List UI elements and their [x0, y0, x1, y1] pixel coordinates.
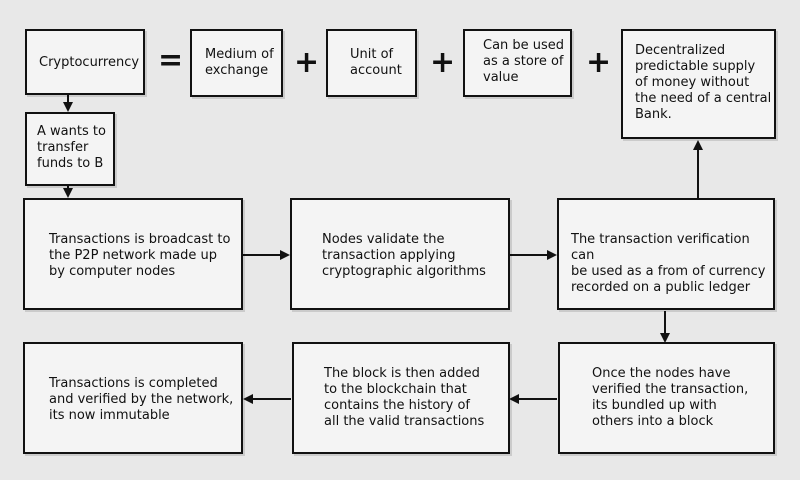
equals-sign: =: [158, 43, 184, 78]
completed-label: Transactions is completed and verified b…: [49, 376, 234, 423]
transfer-funds-box: A wants to transfer funds to B: [25, 112, 115, 186]
validate-box: Nodes validate the transaction applying …: [290, 198, 510, 310]
cryptocurrency-label: Cryptocurrency: [39, 55, 140, 70]
medium-of-exchange-label: Medium of exchange: [205, 47, 274, 78]
unit-of-account-box: Unit of account: [326, 29, 417, 97]
decentralized-box: Decentralized predictable supply of mone…: [621, 29, 776, 139]
verification-box: The transaction verification can be used…: [557, 198, 775, 310]
cryptocurrency-box: Cryptocurrency: [25, 29, 145, 95]
medium-of-exchange-box: Medium of exchange: [190, 29, 283, 97]
bundled-label: Once the nodes have verified the transac…: [592, 366, 749, 429]
plus-sign-1: +: [294, 45, 320, 80]
store-of-value-box: Can be used as a store of value: [463, 29, 572, 97]
verification-label: The transaction verification can be used…: [571, 232, 766, 295]
transfer-funds-label: A wants to transfer funds to B: [37, 124, 106, 171]
added-to-blockchain-label: The block is then added to the blockchai…: [324, 366, 485, 429]
decentralized-label: Decentralized predictable supply of mone…: [635, 43, 772, 122]
store-of-value-label: Can be used as a store of value: [483, 38, 565, 85]
broadcast-label: Transactions is broadcast to the P2P net…: [49, 232, 231, 279]
plus-sign-3: +: [586, 45, 612, 80]
broadcast-box: Transactions is broadcast to the P2P net…: [23, 198, 243, 310]
unit-of-account-label: Unit of account: [350, 47, 402, 78]
bundled-box: Once the nodes have verified the transac…: [558, 342, 775, 454]
plus-sign-2: +: [430, 45, 456, 80]
validate-label: Nodes validate the transaction applying …: [322, 232, 486, 279]
completed-box: Transactions is completed and verified b…: [23, 342, 243, 454]
added-to-blockchain-box: The block is then added to the blockchai…: [292, 342, 510, 454]
